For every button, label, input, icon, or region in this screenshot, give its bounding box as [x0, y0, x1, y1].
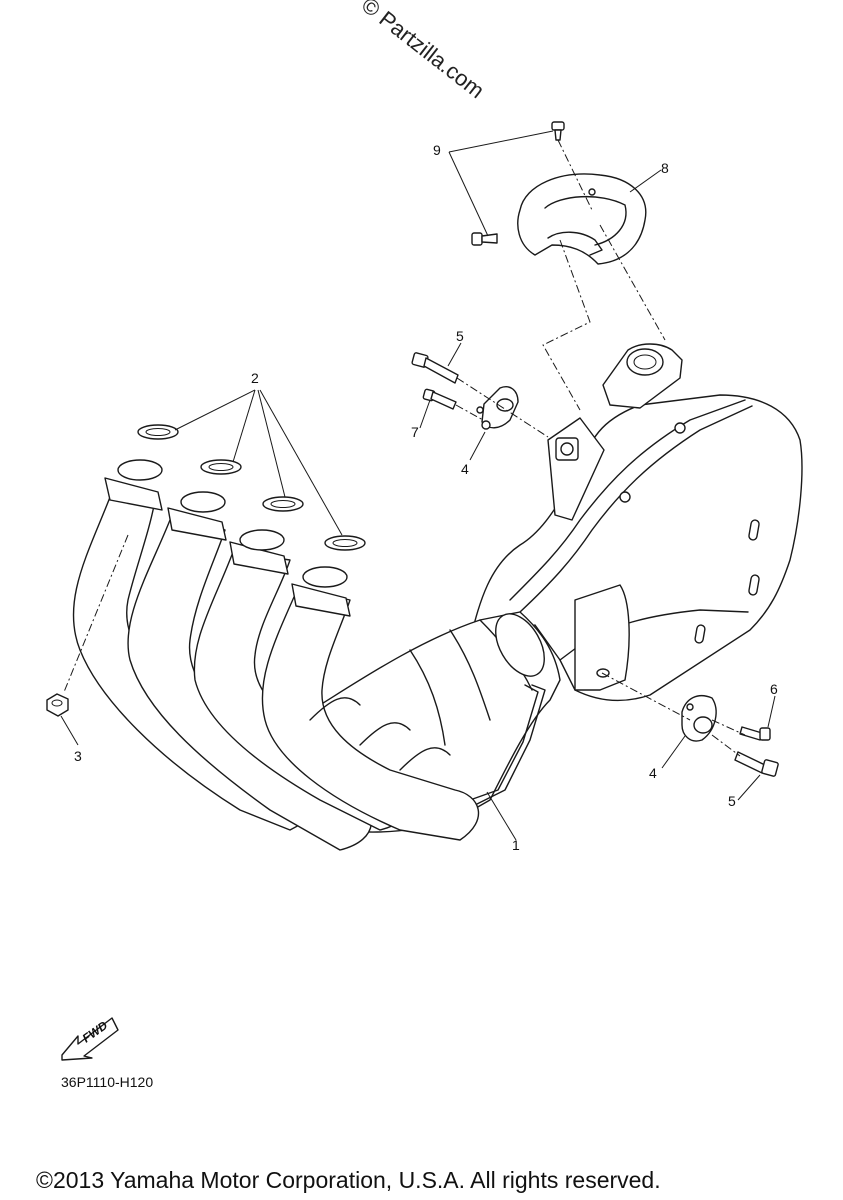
callout-8: 8: [661, 160, 669, 176]
bolt-side: [471, 232, 498, 246]
gasket-4: [324, 535, 366, 551]
bolt-upper-5: [411, 352, 459, 384]
nut-part: [46, 693, 69, 717]
damper-upper: [476, 386, 519, 430]
header-pipes: [72, 459, 480, 851]
callout-5-lower: 5: [728, 793, 736, 809]
damper-lower: [681, 694, 717, 742]
callout-5-upper: 5: [456, 328, 464, 344]
callout-4-lower: 4: [649, 765, 657, 781]
bolt-7: [422, 388, 457, 410]
callout-1: 1: [512, 837, 520, 853]
bolt-lower-5: [734, 751, 779, 777]
callout-4-upper: 4: [461, 461, 469, 477]
diagram-code: 36P1110-H120: [61, 1074, 153, 1090]
gasket-2: [200, 459, 242, 475]
callout-3: 3: [74, 748, 82, 764]
muffler-assembly: [469, 343, 803, 702]
gasket-1: [137, 424, 179, 440]
gaskets: [137, 424, 366, 551]
callout-9: 9: [433, 142, 441, 158]
bolt-top: [551, 121, 565, 141]
callout-labels: 1 2 3 4 4 5 5 6 7 8 9: [74, 142, 778, 853]
callout-2: 2: [251, 370, 259, 386]
muffler-cover-part: [517, 173, 647, 265]
bolt-6: [739, 726, 771, 741]
leader-lines: [60, 130, 776, 841]
gasket-3: [262, 496, 304, 512]
callout-6: 6: [770, 681, 778, 697]
copyright-notice: ©2013 Yamaha Motor Corporation, U.S.A. A…: [36, 1167, 661, 1193]
callout-7: 7: [411, 424, 419, 440]
fwd-arrow-icon: FWD: [61, 1017, 119, 1061]
watermark-text: © Partzilla.com: [357, 0, 489, 103]
